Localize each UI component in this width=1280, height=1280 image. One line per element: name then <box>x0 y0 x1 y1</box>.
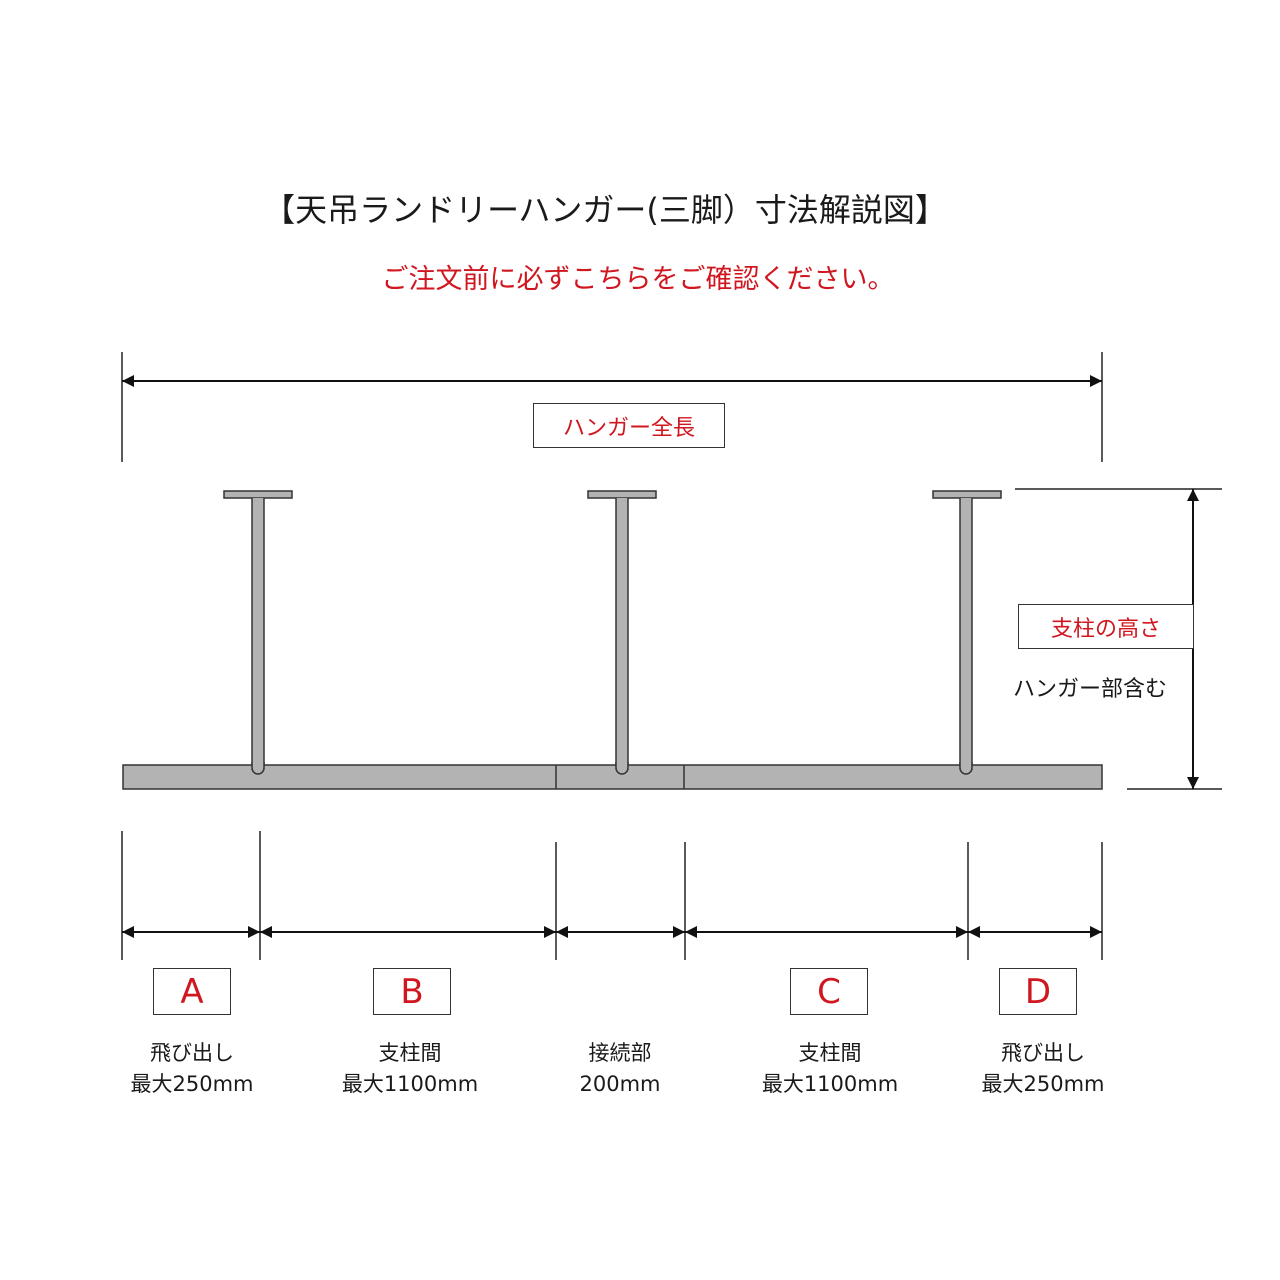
segment-d-letter: D <box>999 968 1077 1015</box>
segment-joint-value: 200mm <box>579 1072 661 1096</box>
post-height-note: ハンガー部含む <box>1012 677 1168 702</box>
segment-b-value: 最大1100mm <box>341 1072 479 1096</box>
segment-a-value: 最大250mm <box>130 1072 254 1096</box>
segment-c-name: 支柱間 <box>798 1041 862 1065</box>
ceiling-plate <box>587 490 657 499</box>
segment-b-name: 支柱間 <box>378 1041 442 1065</box>
segment-c-value: 最大1100mm <box>761 1072 899 1096</box>
segment-b-letter: B <box>373 968 451 1015</box>
segment-b-caption: 支柱間 最大1100mm <box>342 1038 478 1100</box>
page-title: 【天吊ランドリーハンガー(三脚）寸法解説図】 <box>263 191 947 229</box>
post-1 <box>223 490 293 775</box>
post-height-label: 支柱の高さ <box>1018 604 1194 649</box>
segment-joint-caption: 接続部 200mm <box>580 1038 661 1100</box>
bar-body <box>122 764 1103 790</box>
post-pole <box>959 498 973 775</box>
ceiling-plate <box>223 490 293 499</box>
segment-a-letter: A <box>153 968 231 1015</box>
segment-d-value: 最大250mm <box>981 1072 1105 1096</box>
hanger-bar <box>122 764 1103 790</box>
ceiling-plate <box>932 490 1002 499</box>
segment-a-name: 飛び出し <box>150 1041 234 1065</box>
post-2 <box>587 490 657 775</box>
post-3 <box>932 490 1002 775</box>
post-pole <box>615 498 629 775</box>
segment-d-caption: 飛び出し 最大250mm <box>982 1038 1105 1100</box>
order-notice: ご注文前に必ずこちらをご確認ください。 <box>381 264 895 295</box>
segment-dimensions <box>121 831 1103 960</box>
segment-d-name: 飛び出し <box>1001 1041 1085 1065</box>
post-bottoms <box>251 762 973 775</box>
total-length-dimension <box>121 352 1103 462</box>
segment-c-caption: 支柱間 最大1100mm <box>762 1038 898 1100</box>
post-pole <box>251 498 265 775</box>
segment-joint-name: 接続部 <box>588 1041 652 1065</box>
total-length-label: ハンガー全長 <box>533 403 725 448</box>
segment-c-letter: C <box>790 968 868 1015</box>
segment-a-caption: 飛び出し 最大250mm <box>131 1038 254 1100</box>
